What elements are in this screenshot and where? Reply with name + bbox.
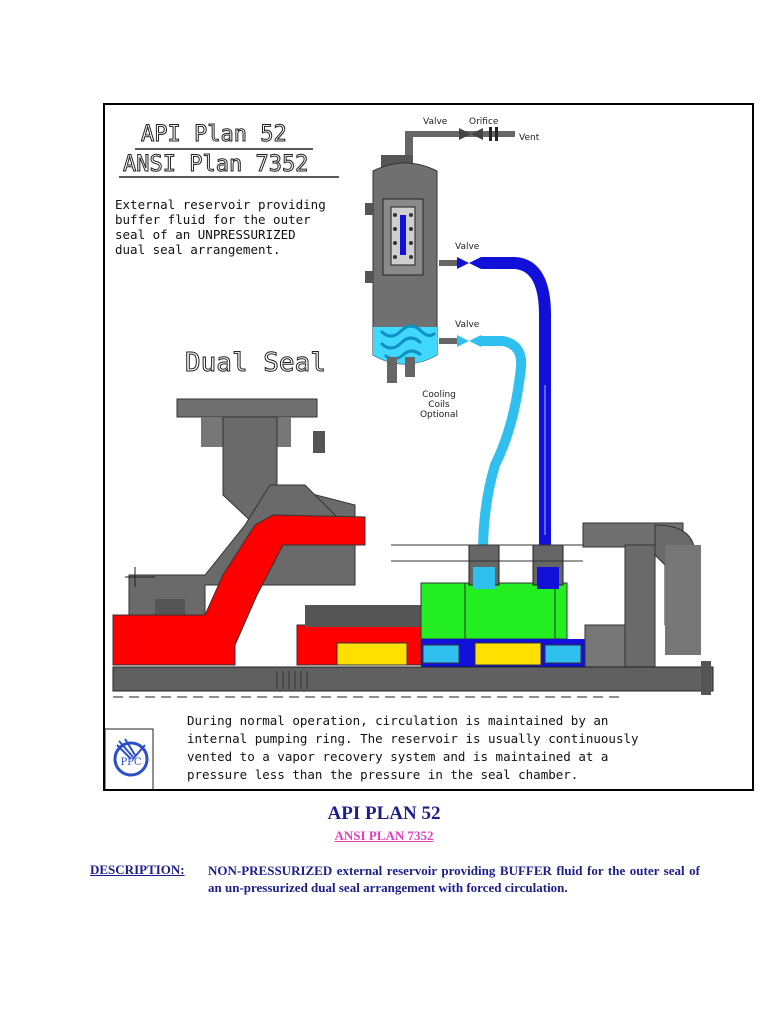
- operation-text: During normal operation, circulation is …: [187, 713, 639, 782]
- diagram-title-2: ANSI Plan 7352: [123, 152, 308, 177]
- cooling-label: Cooling: [422, 390, 456, 400]
- cooling-label: Coils: [428, 400, 450, 410]
- description-text: NON-PRESSURIZED external reservoir provi…: [208, 863, 700, 895]
- intro-line: External reservoir providing: [115, 197, 326, 212]
- operation-line: During normal operation, circulation is …: [187, 713, 608, 728]
- bearing-housing: [391, 522, 701, 676]
- orifice-label: Orifice: [469, 117, 499, 127]
- intro-line: seal of an UNPRESSURIZED: [115, 227, 296, 242]
- return-line: Valve: [439, 242, 551, 553]
- shaft: [112, 661, 714, 698]
- plan-title: API PLAN 52: [327, 803, 441, 824]
- cooling-label: Optional: [420, 410, 458, 420]
- operation-line: internal pumping ring. The reservoir is …: [187, 731, 639, 746]
- seal-plan-diagram: API Plan 52 ANSI Plan 7352 External rese…: [105, 117, 714, 789]
- level-gauge: [400, 215, 406, 255]
- vent-label: Vent: [519, 133, 540, 143]
- supply-line: Valve Cooling Coils Optional: [420, 320, 527, 554]
- ppc-logo: PPC: [105, 728, 154, 789]
- dual-seal-label: Dual Seal: [185, 348, 326, 378]
- logo-text: PPC: [120, 757, 141, 768]
- valve-label-low: Valve: [455, 320, 480, 330]
- diagram-title-1: API Plan 52: [141, 122, 287, 147]
- operation-line: vented to a vapor recovery system and is…: [187, 749, 608, 764]
- intro-text: External reservoir providing buffer flui…: [115, 197, 326, 257]
- intro-line: dual seal arrangement.: [115, 242, 281, 257]
- vent-line: Valve Orifice Vent: [381, 117, 540, 169]
- plan-subtitle: ANSI PLAN 7352: [334, 828, 434, 843]
- valve-icon: [459, 128, 483, 140]
- diagram-frame: API Plan 52 ANSI Plan 7352 External rese…: [103, 103, 754, 791]
- valve-label-top: Valve: [423, 117, 448, 127]
- valve-label-mid: Valve: [455, 242, 480, 252]
- seal-gland: [305, 544, 626, 668]
- operation-line: pressure less than the pressure in the s…: [187, 767, 578, 782]
- reservoir: [365, 162, 438, 383]
- intro-line: buffer fluid for the outer: [115, 212, 311, 227]
- description-label: DESCRIPTION:: [90, 862, 185, 877]
- valve-icon: [457, 335, 481, 347]
- valve-icon: [457, 257, 481, 269]
